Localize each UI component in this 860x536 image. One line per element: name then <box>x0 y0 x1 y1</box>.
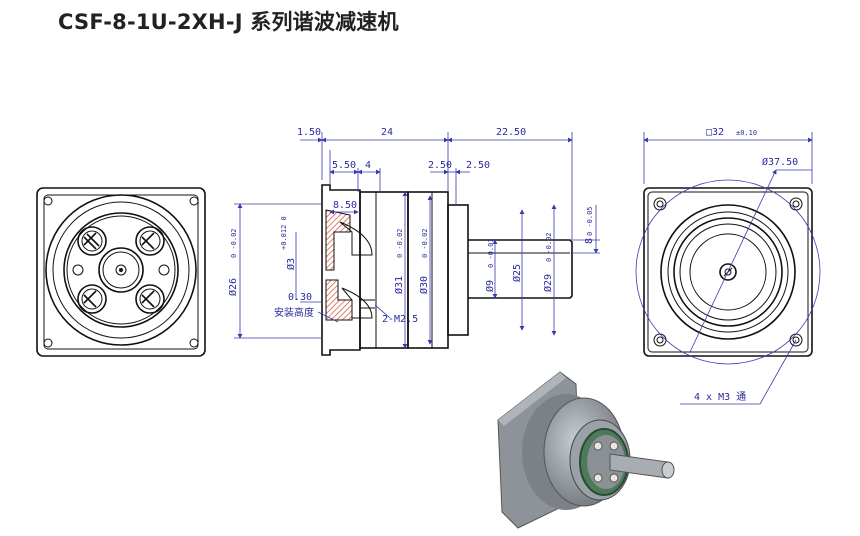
screw-icon <box>135 284 165 314</box>
dim-22-50: 22.50 <box>496 127 526 138</box>
dim-phi29-tol: 0 -0.02 <box>545 232 553 262</box>
dim-phi9: Ø9 <box>484 280 496 292</box>
dim-2-50-b: 2.50 <box>466 160 490 171</box>
dim-m25: 2-M2.5 <box>382 314 418 325</box>
dim-8-tol: 0 -0.05 <box>586 206 594 236</box>
section-view <box>321 184 573 356</box>
front-view <box>36 187 206 357</box>
dim-phi30: Ø30 <box>418 276 430 294</box>
screw-icon <box>77 226 107 256</box>
end-view <box>635 179 821 365</box>
dim-8-50: 8.50 <box>333 200 357 211</box>
dim-24: 24 <box>381 127 393 138</box>
dim-phi30-tol: 0 -0.02 <box>421 228 429 258</box>
dim-phi26: Ø26 <box>227 278 239 296</box>
end-view-dimensions: □32 ±0.10 Ø37.50 4 x M3 通 <box>643 127 813 405</box>
dim-1-50: 1.50 <box>297 127 321 138</box>
dim-phi37-50: Ø37.50 <box>762 156 798 168</box>
dim-phi29: Ø29 <box>542 274 554 292</box>
dim-phi25: Ø25 <box>511 264 523 282</box>
section-dimensions: 1.50 24 22.50 5.50 4 2.50 2.50 8.50 Ø26 … <box>227 127 600 349</box>
dim-phi31: Ø31 <box>393 276 405 294</box>
dim-holes: 4 x M3 通 <box>694 391 746 403</box>
dim-2-50-a: 2.50 <box>428 160 452 171</box>
reducer-render-image <box>497 371 675 529</box>
dim-phi31-tol: 0 -0.02 <box>396 228 404 258</box>
dim-0-30: 0.30 <box>288 292 312 303</box>
dim-5-50: 5.50 <box>332 160 356 171</box>
dim-phi3: Ø3 <box>285 258 297 270</box>
install-height-note: 安装高度 <box>274 306 314 319</box>
dim-4: 4 <box>365 160 371 171</box>
dim-phi9-tol: 0 -0.01 <box>487 238 495 268</box>
page-title: CSF-8-1U-2XH-J 系列谐波减速机 <box>58 10 399 34</box>
screw-icon <box>135 226 165 256</box>
screw-icon <box>77 284 107 314</box>
dim-square32: □32 <box>706 127 724 138</box>
dim-8: 8 <box>584 238 595 244</box>
dim-square32-tol: ±0.10 <box>736 129 757 137</box>
dim-phi3-tol: +0.012 0 <box>280 216 288 250</box>
dim-phi26-tol: 0 -0.02 <box>230 228 238 258</box>
